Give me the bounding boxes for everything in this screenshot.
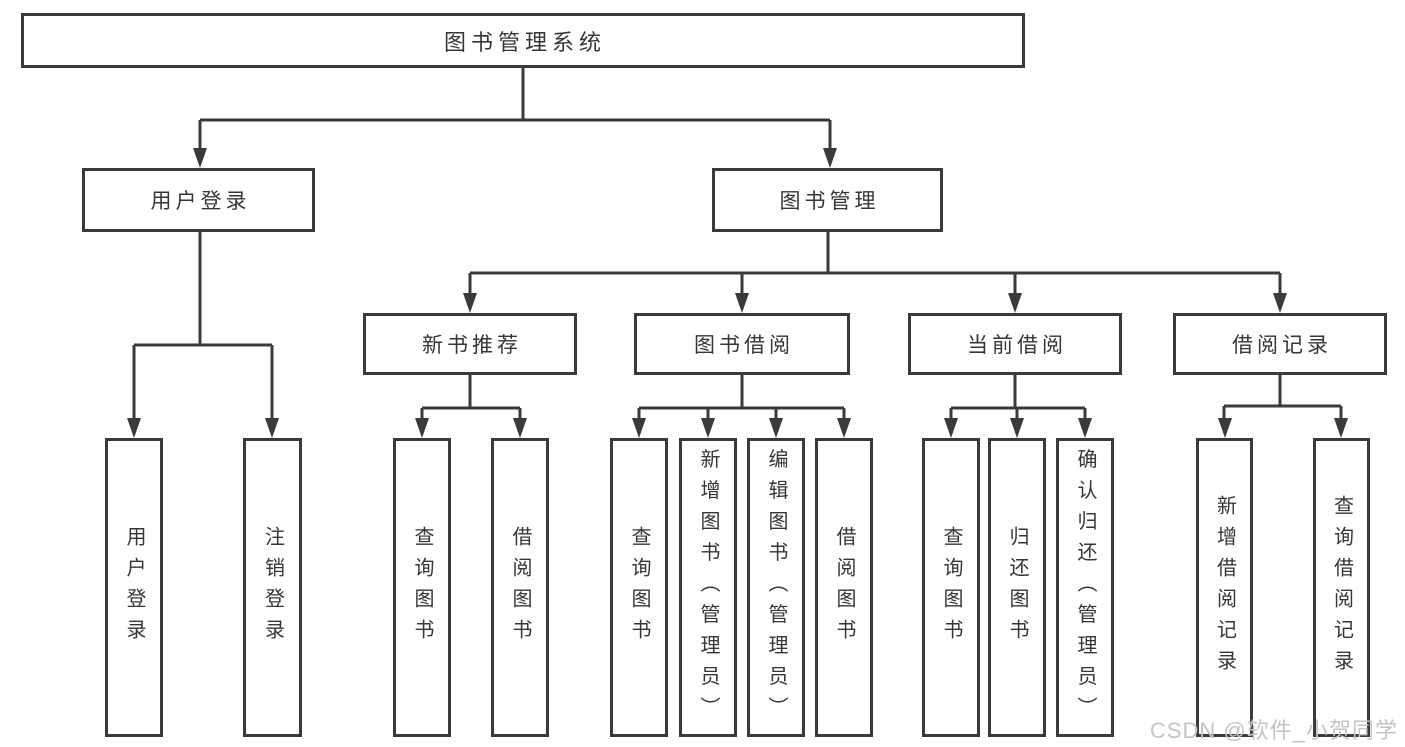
- node-borrow-books-recommend: 借阅图书: [491, 438, 549, 737]
- arrowhead-icon: [1078, 418, 1092, 438]
- node-user-login-leaf-label: 用户登录: [123, 525, 145, 650]
- arrowhead-icon: [1218, 418, 1232, 438]
- node-borrowing-records: 借阅记录: [1173, 313, 1387, 375]
- node-add-book-admin: 新增图书（管理员）: [679, 438, 737, 737]
- arrowhead-icon: [1273, 293, 1287, 313]
- node-confirm-return-admin: 确认归还（管理员）: [1056, 438, 1114, 737]
- node-book-borrowing: 图书借阅: [634, 313, 850, 375]
- node-edit-book-admin-label: 编辑图书（管理员）: [765, 448, 787, 727]
- node-query-borrow-record-label: 查询借阅记录: [1330, 494, 1353, 681]
- node-query-books-recommend-label: 查询图书: [411, 525, 433, 650]
- node-logout-leaf: 注销登录: [243, 438, 302, 737]
- node-add-borrow-record: 新增借阅记录: [1196, 438, 1253, 737]
- arrowhead-icon: [463, 293, 477, 313]
- node-return-books: 归还图书: [988, 438, 1046, 737]
- node-query-books-current: 查询图书: [922, 438, 980, 737]
- arrowhead-icon: [632, 418, 646, 438]
- arrowhead-icon: [823, 148, 837, 168]
- node-user-login: 用户登录: [82, 168, 315, 232]
- arrowhead-icon: [701, 418, 715, 438]
- arrowhead-icon: [415, 418, 429, 438]
- node-user-login-label: 用户登录: [150, 190, 251, 213]
- node-query-books-current-label: 查询图书: [940, 525, 962, 650]
- arrowhead-icon: [1010, 418, 1024, 438]
- node-book-borrowing-label: 图书借阅: [694, 334, 794, 357]
- arrowhead-icon: [837, 418, 851, 438]
- node-new-book-recommendation: 新书推荐: [363, 313, 577, 375]
- node-book-management-label: 图书管理: [779, 190, 880, 213]
- arrowhead-icon: [1334, 418, 1348, 438]
- node-root-label: 图书管理系统: [443, 29, 606, 55]
- arrowhead-icon: [735, 293, 749, 313]
- node-borrow-books-borrowing-label: 借阅图书: [833, 525, 855, 650]
- node-query-books-recommend: 查询图书: [393, 438, 451, 737]
- node-new-book-recommendation-label: 新书推荐: [422, 334, 522, 357]
- node-add-book-admin-label: 新增图书（管理员）: [697, 448, 719, 727]
- node-book-management: 图书管理: [712, 168, 943, 232]
- node-current-borrowing-label: 当前借阅: [967, 334, 1067, 357]
- node-confirm-return-admin-label: 确认归还（管理员）: [1074, 448, 1096, 727]
- arrowhead-icon: [265, 418, 279, 438]
- arrowhead-icon: [127, 418, 141, 438]
- watermark: CSDN @软件_小贺同学: [1149, 718, 1398, 743]
- node-return-books-label: 归还图书: [1006, 525, 1028, 650]
- arrowhead-icon: [1008, 293, 1022, 313]
- arrowhead-icon: [193, 148, 207, 168]
- node-borrow-books-borrowing: 借阅图书: [815, 438, 873, 737]
- node-add-borrow-record-label: 新增借阅记录: [1213, 494, 1236, 681]
- node-borrowing-records-label: 借阅记录: [1232, 334, 1332, 357]
- node-edit-book-admin: 编辑图书（管理员）: [747, 438, 805, 737]
- node-user-login-leaf: 用户登录: [105, 438, 163, 737]
- arrowhead-icon: [769, 418, 783, 438]
- node-root: 图书管理系统: [21, 13, 1025, 68]
- node-query-borrow-record: 查询借阅记录: [1313, 438, 1370, 737]
- node-query-books-borrowing-label: 查询图书: [628, 525, 650, 650]
- node-borrow-books-recommend-label: 借阅图书: [509, 525, 531, 650]
- node-current-borrowing: 当前借阅: [908, 313, 1122, 375]
- arrowhead-icon: [513, 418, 527, 438]
- node-logout-leaf-label: 注销登录: [261, 525, 284, 650]
- arrowhead-icon: [944, 418, 958, 438]
- node-query-books-borrowing: 查询图书: [610, 438, 668, 737]
